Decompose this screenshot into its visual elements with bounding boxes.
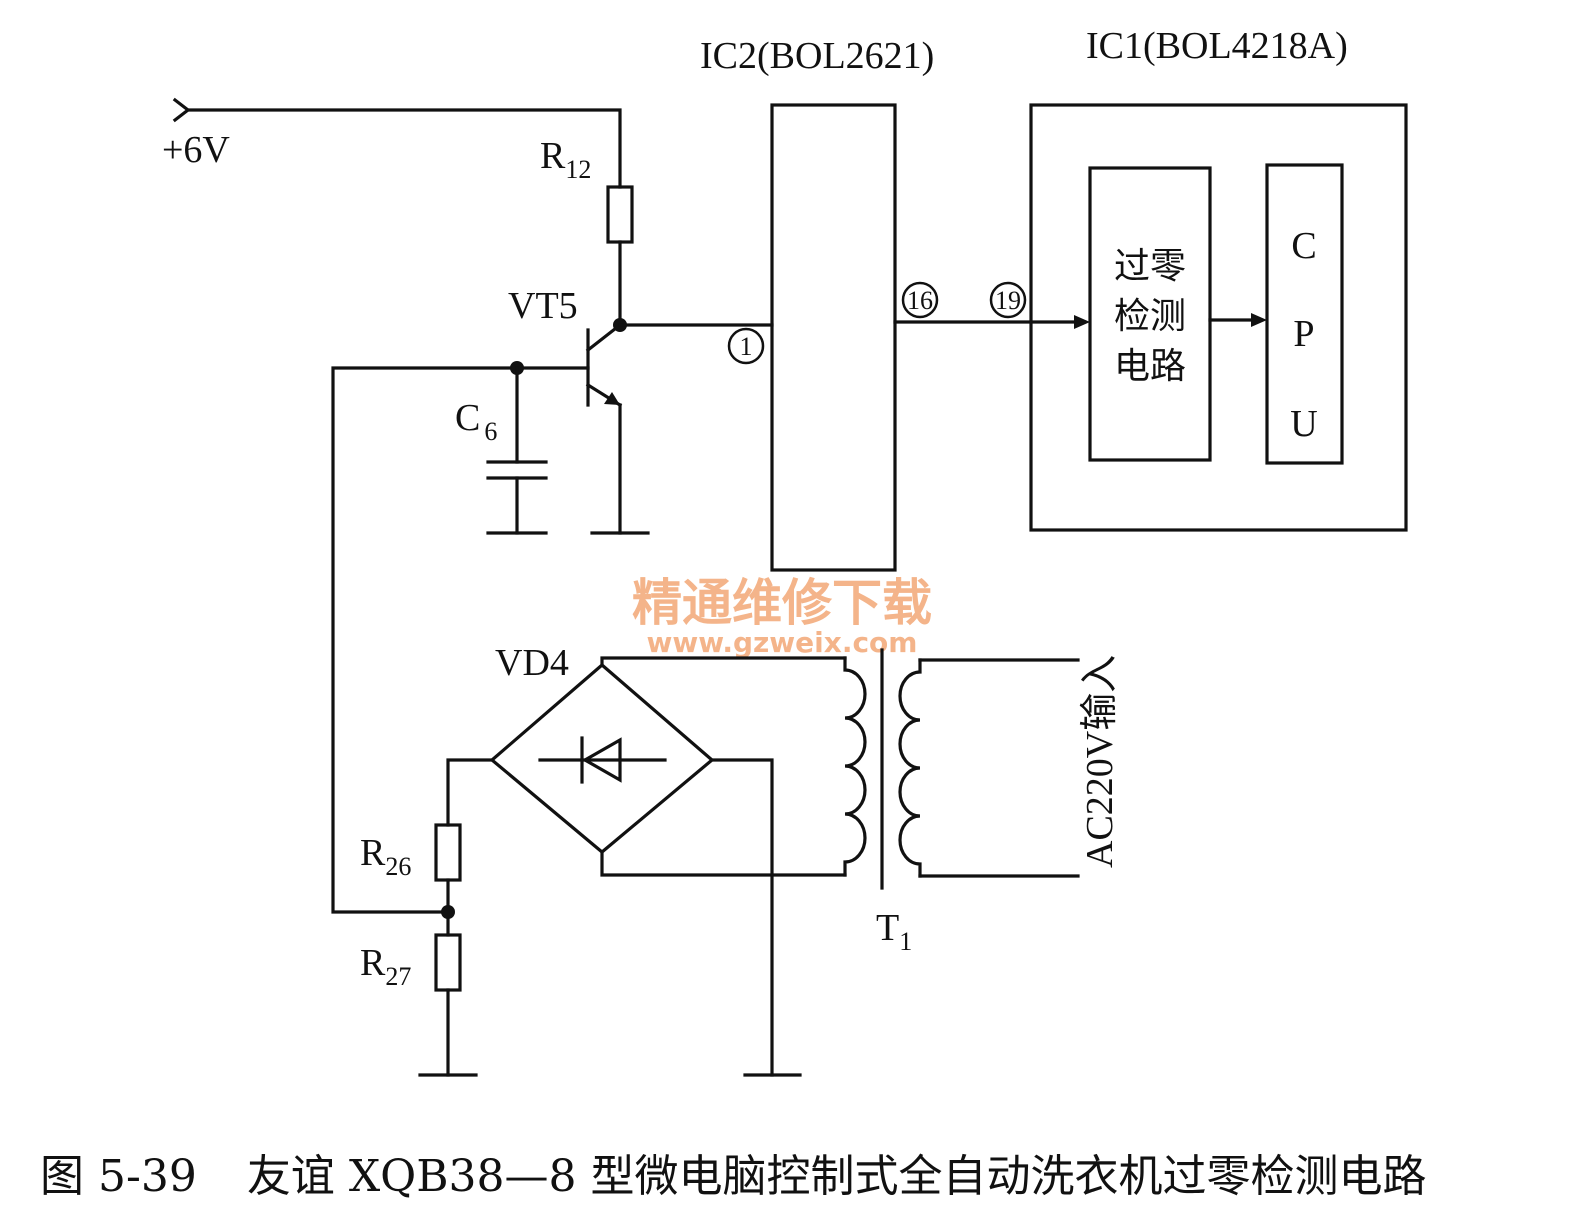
arrow-to-zero-cross [1074, 315, 1090, 329]
vd4-label: VD4 [495, 642, 569, 684]
figure-title: 友谊 XQB38—8 型微电脑控制式全自动洗衣机过零检测电路 [246, 1151, 1427, 1202]
cpu-letter-p: P [1293, 313, 1314, 355]
svg-text:19: 19 [995, 286, 1021, 315]
wire-bridge-ground [710, 758, 774, 1077]
r26-label: R26 [360, 832, 411, 881]
divider-network [418, 758, 494, 1077]
svg-text:16: 16 [907, 286, 933, 315]
resistor-r27 [434, 933, 462, 992]
watermark-title: 精通维修下载 [632, 574, 932, 632]
bridge-rectifier-vd4 [489, 662, 715, 855]
cpu-letter-c: C [1291, 225, 1316, 267]
supply-line [172, 97, 634, 327]
figure-number: 图 5-39 [40, 1151, 197, 1202]
svg-text:1: 1 [740, 332, 753, 361]
r27-label: R27 [360, 942, 411, 991]
zero-cross-detector-block [1088, 166, 1212, 462]
resistor-r12 [606, 185, 634, 244]
zero-cross-line-2: 检测 [1114, 296, 1186, 337]
cpu-block [1265, 163, 1344, 465]
r12-label: R12 [540, 135, 591, 184]
zero-cross-line-3: 电路 [1114, 346, 1186, 387]
supply-label: +6V [162, 129, 230, 171]
arrow-to-cpu [1251, 313, 1267, 327]
resistor-r26 [434, 823, 462, 882]
ic1-block [1029, 103, 1408, 532]
wire-bridge-bottom [600, 850, 847, 877]
watermark-url: www.gzweix.com [647, 626, 918, 659]
base-network [331, 361, 590, 914]
ic2-label: IC2(BOL2621) [700, 35, 934, 77]
cpu-letter-u: U [1290, 403, 1317, 445]
ic2-block [770, 103, 897, 572]
transformer-t1 [843, 648, 1080, 890]
figure-caption: 图 5-39 友谊 XQB38—8 型微电脑控制式全自动洗衣机过零检测电路 [40, 1140, 1560, 1204]
wire-bridge-top [600, 656, 847, 667]
ac-input-label: AC220V输入 [1079, 655, 1121, 868]
pin1-marker: 1 [727, 327, 765, 365]
vt5-label: VT5 [508, 285, 578, 327]
ic1-label: IC1(BOL4218A) [1086, 25, 1348, 67]
pin16-marker: 16 [901, 281, 939, 319]
zero-cross-line-1: 过零 [1114, 246, 1186, 287]
t1-label: T1 [876, 907, 912, 956]
transistor-vt5 [585, 318, 650, 535]
pin19-marker: 19 [989, 281, 1027, 319]
